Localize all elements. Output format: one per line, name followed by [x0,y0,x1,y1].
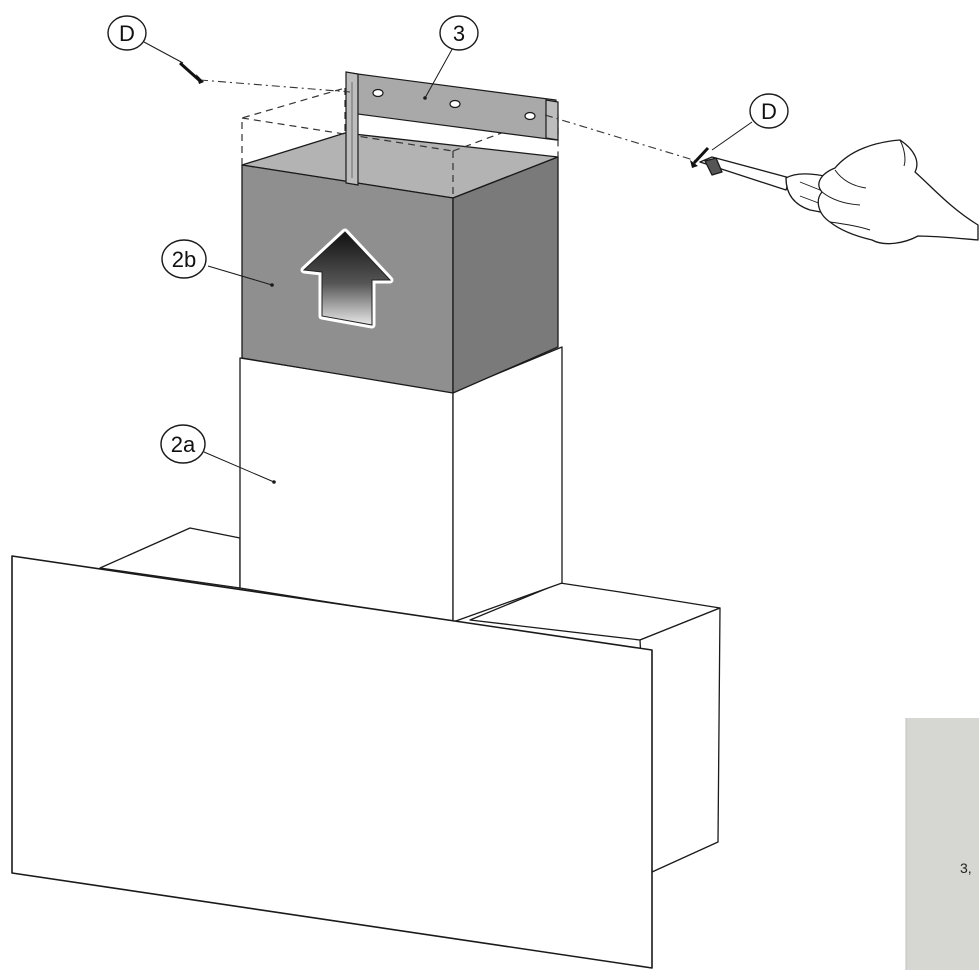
screw-path-right [544,114,701,163]
bracket-hole-left [372,88,384,98]
lower-chimney-side [452,346,563,623]
lower-chimney-front [239,357,454,623]
callout-bracket: 3 [439,15,479,51]
upper-chimney-leader-dot [270,283,274,287]
screw-path-left [199,79,351,93]
callout-upper-chimney-label: 2b [172,247,196,272]
side-panel: 3, [905,718,979,970]
bracket-leader-dot [423,96,427,100]
screw-right-icon [690,146,710,168]
callout-screw-right-label: D [761,99,777,124]
extension-outline [241,87,559,198]
callout-screw-left-label: D [119,21,135,46]
callout-lower-chimney-label: 2a [171,432,196,457]
callout-lower-chimney: 2a [160,424,206,464]
side-panel-label: 3, [960,860,972,876]
callout-screw-right: D [749,93,789,129]
leader-lines [143,41,753,483]
upper-chimney-side [452,156,559,394]
hood-body [99,527,721,873]
screw-paths [199,79,701,163]
bracket-hole-right [524,111,536,121]
up-arrow-icon [300,228,394,329]
callout-screw-left: D [107,15,147,51]
callout-upper-chimney: 2b [161,239,207,279]
callout-bracket-label: 3 [453,21,465,46]
bracket-right-tab [545,99,559,141]
lower-chimney-leader-dot [272,480,276,484]
bracket [345,71,559,186]
screw-left-icon [178,61,204,84]
front-glass-panel [11,555,653,969]
hand-icon [817,139,979,245]
lower-chimney [239,346,563,623]
upper-chimney [241,132,559,394]
bracket-hole-center [449,99,461,109]
